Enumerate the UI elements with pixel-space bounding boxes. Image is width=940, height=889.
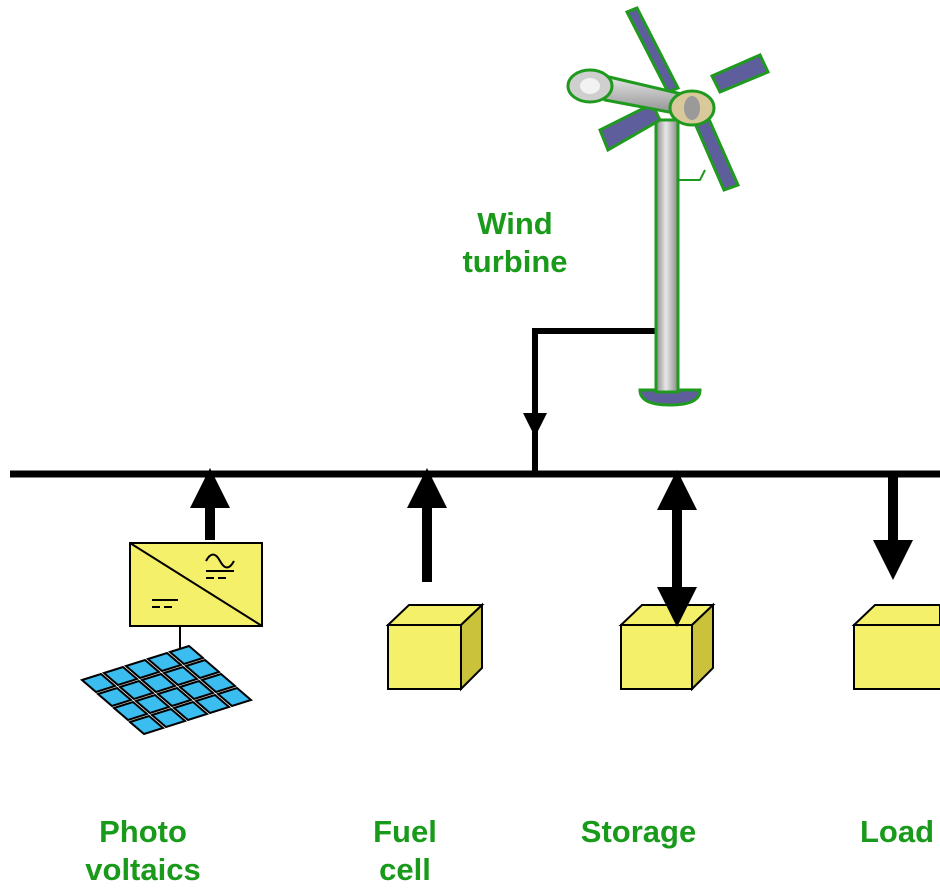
solar-cell [193,693,232,715]
solar-cell [145,651,184,673]
wind-turbine-label-line1: Wind [477,206,553,241]
fuel-cell-label: Fuel cell [345,813,465,889]
solar-cell [101,665,140,687]
solar-cell [161,665,200,687]
solar-panel-icon [79,644,254,736]
solar-cell [183,658,222,680]
fuel-cell-label-line1: Fuel [373,814,437,849]
solar-cell [139,672,178,694]
solar-cell [177,679,216,701]
photovoltaics-label: Photo voltaics [58,813,228,889]
solar-cell [79,672,118,694]
storage-label: Storage [556,813,721,851]
load-label: Load [860,813,940,851]
solar-cell [155,686,194,708]
solar-cell [199,672,238,694]
solar-cell [149,707,188,729]
load-box-icon [851,604,940,690]
wind-turbine-icon [566,6,771,407]
solar-cell [215,686,254,708]
solar-cell [127,714,166,736]
photovoltaics-label-line1: Photo [99,814,187,849]
wind-feeder-line [523,328,655,472]
solar-cell [111,700,150,722]
load-label-text: Load [860,814,935,849]
storage-box-icon [618,602,716,692]
solar-cell [133,693,172,715]
solar-cell [123,658,162,680]
solar-cell [171,700,210,722]
solar-cell [167,644,206,666]
fuel-cell-box-icon [385,602,485,692]
storage-label-text: Storage [580,814,697,849]
wind-turbine-label-line2: turbine [462,244,568,279]
wind-turbine-label: Wind turbine [440,205,590,281]
photovoltaics-label-line2: voltaics [85,852,201,887]
fuel-cell-label-line2: cell [379,852,431,887]
inverter-icon [129,542,263,627]
solar-cell [95,686,134,708]
solar-cell [117,679,156,701]
